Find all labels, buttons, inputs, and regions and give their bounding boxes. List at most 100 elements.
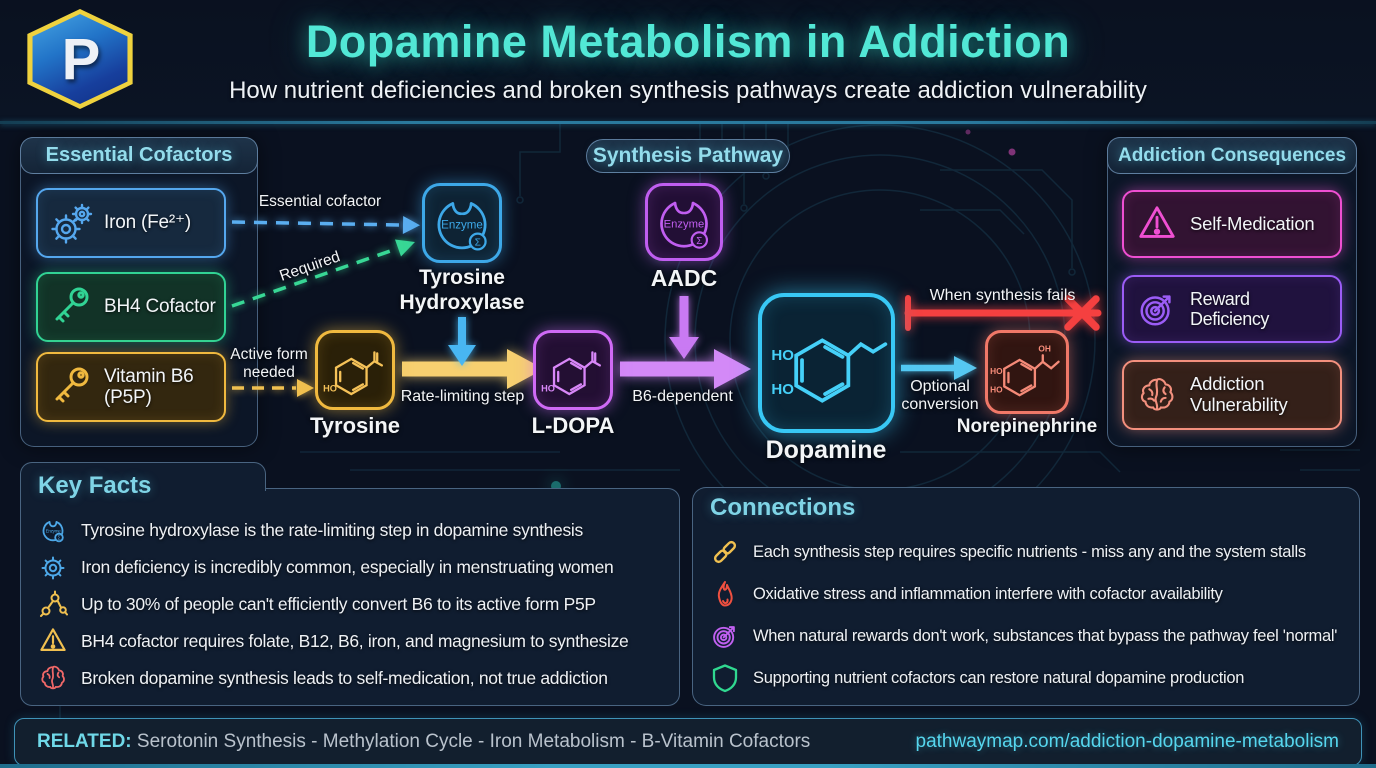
svg-text:Enzyme: Enzyme xyxy=(46,529,62,534)
dopamine-label: Dopamine xyxy=(765,436,887,464)
key-facts-title: Key Facts xyxy=(38,472,152,499)
gears-icon xyxy=(48,201,94,245)
bottom-edge-glow xyxy=(0,764,1376,768)
cofactor-label: BH4 Cofactor xyxy=(104,296,216,318)
norepinephrine-label: Norepinephrine xyxy=(956,416,1098,437)
svg-text:HO: HO xyxy=(771,347,794,364)
synthesis-fails-edge-label: When synthesis fails xyxy=(929,287,1076,304)
connections-title: Connections xyxy=(710,494,856,521)
brain-icon xyxy=(38,663,68,693)
molecule-node-dopamine: HO HO xyxy=(758,293,895,433)
related-label: RELATED: xyxy=(37,731,132,752)
enzyme-node-aadc: Enzyme Σ xyxy=(645,183,723,261)
tyrosine-label: Tyrosine xyxy=(309,413,401,438)
link-icon xyxy=(710,537,740,567)
svg-text:Σ: Σ xyxy=(696,236,702,247)
benzene-molecule-icon: HO xyxy=(541,351,601,396)
related-text: Serotonin Synthesis - Methylation Cycle … xyxy=(131,731,811,752)
brain-icon xyxy=(1134,374,1180,416)
enzyme-icon: Enzyme Σ xyxy=(38,515,68,545)
aadc-label: AADC xyxy=(650,265,718,291)
cofactor-label: Vitamin B6 (P5P) xyxy=(104,365,194,408)
aadc-down-arrow xyxy=(669,296,699,359)
cofactor-label: Iron (Fe²⁺) xyxy=(104,212,192,234)
connection-text: When natural rewards don't work, substan… xyxy=(753,626,1338,645)
optional-conversion-arrow xyxy=(901,356,977,380)
connection-text: Oxidative stress and inflammation interf… xyxy=(753,584,1223,603)
b6-dependent-edge-label: B6-dependent xyxy=(632,388,733,405)
molecule-node-norepinephrine: HO HO OH xyxy=(985,330,1069,414)
header: P Dopamine Metabolism in Addiction How n… xyxy=(0,0,1376,121)
molecule-node-ldopa: HO xyxy=(533,330,613,410)
consequence-card-addiction-vulnerability: Addiction Vulnerability xyxy=(1122,360,1342,430)
key-icon xyxy=(48,365,94,409)
key-fact-item: Up to 30% of people can't efficiently co… xyxy=(38,588,596,620)
connection-text: Each synthesis step requires specific nu… xyxy=(753,542,1306,561)
connections-panel xyxy=(692,487,1360,706)
connection-item: Oxidative stress and inflammation interf… xyxy=(710,578,1223,610)
target-icon xyxy=(710,621,740,651)
key-fact-text: BH4 cofactor requires folate, B12, B6, i… xyxy=(81,630,629,651)
brand-logo: P xyxy=(27,9,133,109)
svg-text:HO: HO xyxy=(771,381,794,398)
molecule-icon xyxy=(38,589,68,619)
key-fact-text: Tyrosine hydroxylase is the rate-limitin… xyxy=(81,519,583,540)
key-fact-item: BH4 cofactor requires folate, B12, B6, i… xyxy=(38,625,629,657)
rate-limiting-arrow xyxy=(402,349,544,389)
consequence-label: Self-Medication xyxy=(1190,212,1315,234)
enzyme-icon: Enzyme Σ xyxy=(660,201,709,249)
addiction-consequences-title: Addiction Consequences xyxy=(1107,137,1357,174)
svg-text:Σ: Σ xyxy=(58,535,61,541)
consequence-label: Reward Deficiency xyxy=(1190,288,1270,329)
brand-logo-letter: P xyxy=(61,26,101,92)
consequence-card-self-medication: Self-Medication xyxy=(1122,190,1342,258)
key-fact-text: Iron deficiency is incredibly common, es… xyxy=(81,556,614,577)
svg-text:Enzyme: Enzyme xyxy=(441,220,483,232)
cofactor-card-bh4: BH4 Cofactor xyxy=(36,272,226,342)
enzyme-node-tyrosine-hydroxylase: Enzyme Σ xyxy=(422,183,502,263)
key-icon xyxy=(48,285,94,329)
connection-text: Supporting nutrient cofactors can restor… xyxy=(753,668,1245,687)
essential-cofactor-arrow xyxy=(231,216,420,234)
svg-text:HO: HO xyxy=(541,383,555,393)
dopamine-molecule-icon: HO HO xyxy=(771,338,888,403)
consequence-card-reward-deficiency: Reward Deficiency xyxy=(1122,275,1342,343)
warning-triangle-icon xyxy=(1134,203,1180,245)
gear-icon xyxy=(38,552,68,582)
shield-icon xyxy=(710,663,740,693)
key-facts-panel xyxy=(20,488,680,706)
required-edge-label: Required xyxy=(277,248,343,285)
related-links: RELATED: Serotonin Synthesis - Methylati… xyxy=(37,731,810,753)
th-down-arrow xyxy=(448,317,476,366)
molecule-node-tyrosine: HO xyxy=(315,330,395,410)
connection-item: Supporting nutrient cofactors can restor… xyxy=(710,662,1244,694)
connection-item: Each synthesis step requires specific nu… xyxy=(710,536,1306,568)
svg-text:Σ: Σ xyxy=(475,238,481,249)
footer-url[interactable]: pathwaymap.com/addiction-dopamine-metabo… xyxy=(915,731,1339,752)
ldopa-label: L-DOPA xyxy=(531,413,615,438)
enzyme-icon: Enzyme Σ xyxy=(437,202,487,251)
optional-conversion-edge-label: Optional conversion xyxy=(901,378,979,414)
key-facts-tab xyxy=(20,462,266,494)
benzene-molecule-icon: HO xyxy=(323,351,383,396)
key-fact-item: Broken dopamine synthesis leads to self-… xyxy=(38,662,608,694)
page-subtitle: How nutrient deficiencies and broken syn… xyxy=(229,77,1147,104)
key-fact-item: Enzyme Σ Tyrosine hydroxylase is the rat… xyxy=(38,514,583,546)
svg-text:HO: HO xyxy=(990,366,1003,376)
header-divider xyxy=(0,121,1376,124)
cofactor-card-b6: Vitamin B6 (P5P) xyxy=(36,352,226,422)
active-form-edge-label: Active form needed xyxy=(230,346,308,381)
page-title: Dopamine Metabolism in Addiction xyxy=(305,16,1071,67)
b6-dependent-arrow xyxy=(620,349,751,389)
footer-bar: RELATED: Serotonin Synthesis - Methylati… xyxy=(14,718,1362,766)
warning-triangle-icon xyxy=(38,626,68,656)
svg-text:Enzyme: Enzyme xyxy=(664,218,705,230)
essential-cofactor-edge-label: Essential cofactor xyxy=(258,193,382,210)
essential-cofactors-title: Essential Cofactors xyxy=(20,137,258,174)
key-fact-item: Iron deficiency is incredibly common, es… xyxy=(38,551,614,583)
key-fact-text: Up to 30% of people can't efficiently co… xyxy=(81,593,596,614)
svg-text:HO: HO xyxy=(990,384,1003,394)
rate-limiting-edge-label: Rate-limiting step xyxy=(400,388,525,405)
target-icon xyxy=(1134,288,1180,330)
